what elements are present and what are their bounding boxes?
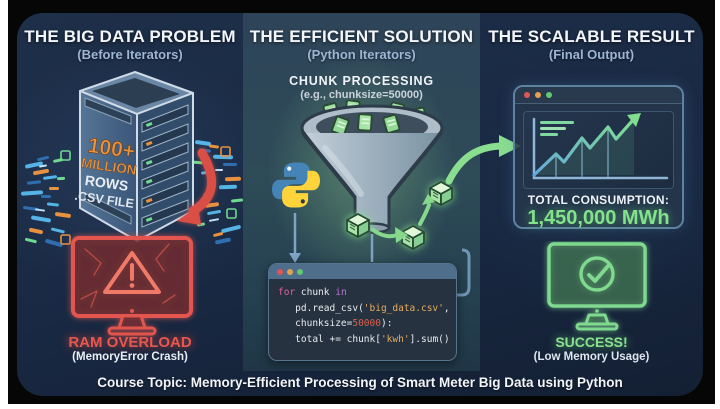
chunk-processing-heading: CHUNK PROCESSING bbox=[289, 74, 434, 88]
code-snippet: for chunk in pd.read_csv('big_data.csv',… bbox=[269, 279, 456, 353]
chart-area bbox=[523, 111, 674, 189]
document-chunks-front bbox=[331, 113, 401, 136]
crash-arrow-icon bbox=[177, 148, 217, 225]
success-status: SUCCESS! bbox=[555, 334, 628, 350]
infographic-card: THE BIG DATA PROBLEM (Before Iterators) bbox=[17, 13, 703, 396]
code-window-titlebar bbox=[269, 264, 456, 279]
result-window: TOTAL CONSUMPTION: 1,450,000 MWh bbox=[513, 85, 684, 229]
total-consumption-value: 1,450,000 MWh bbox=[527, 207, 670, 229]
server-rack-slots bbox=[141, 104, 189, 228]
solution-subtitle: (Python Iterators) bbox=[307, 47, 416, 62]
checkmark-icon bbox=[579, 256, 615, 292]
code-window: for chunk in pd.read_csv('big_data.csv',… bbox=[268, 263, 457, 361]
problem-subtitle: (Before Iterators) bbox=[77, 47, 183, 62]
svg-text:ROWS: ROWS bbox=[84, 172, 129, 194]
green-dot-icon bbox=[546, 92, 552, 98]
red-dot-icon bbox=[524, 92, 530, 98]
server-label: 100+ MILLION ROWS .CSV FILE bbox=[74, 134, 138, 211]
chunksize-example-label: (e.g., chunksize=50000) bbox=[300, 89, 423, 101]
problem-title: THE BIG DATA PROBLEM bbox=[24, 27, 236, 46]
code-line: total += chunk['kwh'].sum() bbox=[278, 333, 450, 345]
ram-overload-status: RAM OVERLOAD bbox=[68, 334, 192, 351]
red-dot-icon bbox=[277, 268, 283, 275]
trend-chart-icon bbox=[532, 113, 669, 180]
funnel-icon bbox=[300, 100, 444, 234]
warning-triangle-icon bbox=[103, 251, 161, 294]
solution-title: THE EFFICIENT SOLUTION bbox=[249, 27, 474, 46]
code-line: pd.read_csv('big_data.csv', bbox=[278, 302, 450, 314]
code-line: chunksize=50000): bbox=[278, 318, 393, 329]
python-logo-icon bbox=[272, 162, 320, 208]
server-front-slots bbox=[84, 97, 132, 225]
result-window-titlebar bbox=[515, 87, 682, 104]
green-dot-icon bbox=[297, 268, 303, 275]
course-topic-footer: Course Topic: Memory-Efficient Processin… bbox=[97, 375, 623, 390]
code-line: for chunk in bbox=[278, 287, 347, 298]
menu-lines-icon bbox=[540, 121, 574, 136]
panel-big-data-problem: THE BIG DATA PROBLEM (Before Iterators) bbox=[17, 13, 243, 371]
memory-error-label: (MemoryError Crash) bbox=[72, 351, 188, 363]
server-explosion-art: 100+ MILLION ROWS .CSV FILE bbox=[21, 71, 243, 336]
result-subtitle: (Final Output) bbox=[548, 47, 635, 62]
total-consumption-label: TOTAL CONSUMPTION: bbox=[527, 193, 670, 207]
orange-dot-icon bbox=[535, 92, 541, 98]
success-monitor-icon bbox=[547, 242, 647, 331]
orange-dot-icon bbox=[287, 268, 293, 275]
panel-scalable-result: THE SCALABLE RESULT (Final Output) bbox=[480, 13, 703, 371]
crashed-monitor-icon bbox=[71, 236, 193, 336]
low-memory-label: (Low Memory Usage) bbox=[533, 351, 650, 363]
result-title: THE SCALABLE RESULT bbox=[488, 27, 695, 46]
data-streaks-icon bbox=[21, 140, 243, 247]
